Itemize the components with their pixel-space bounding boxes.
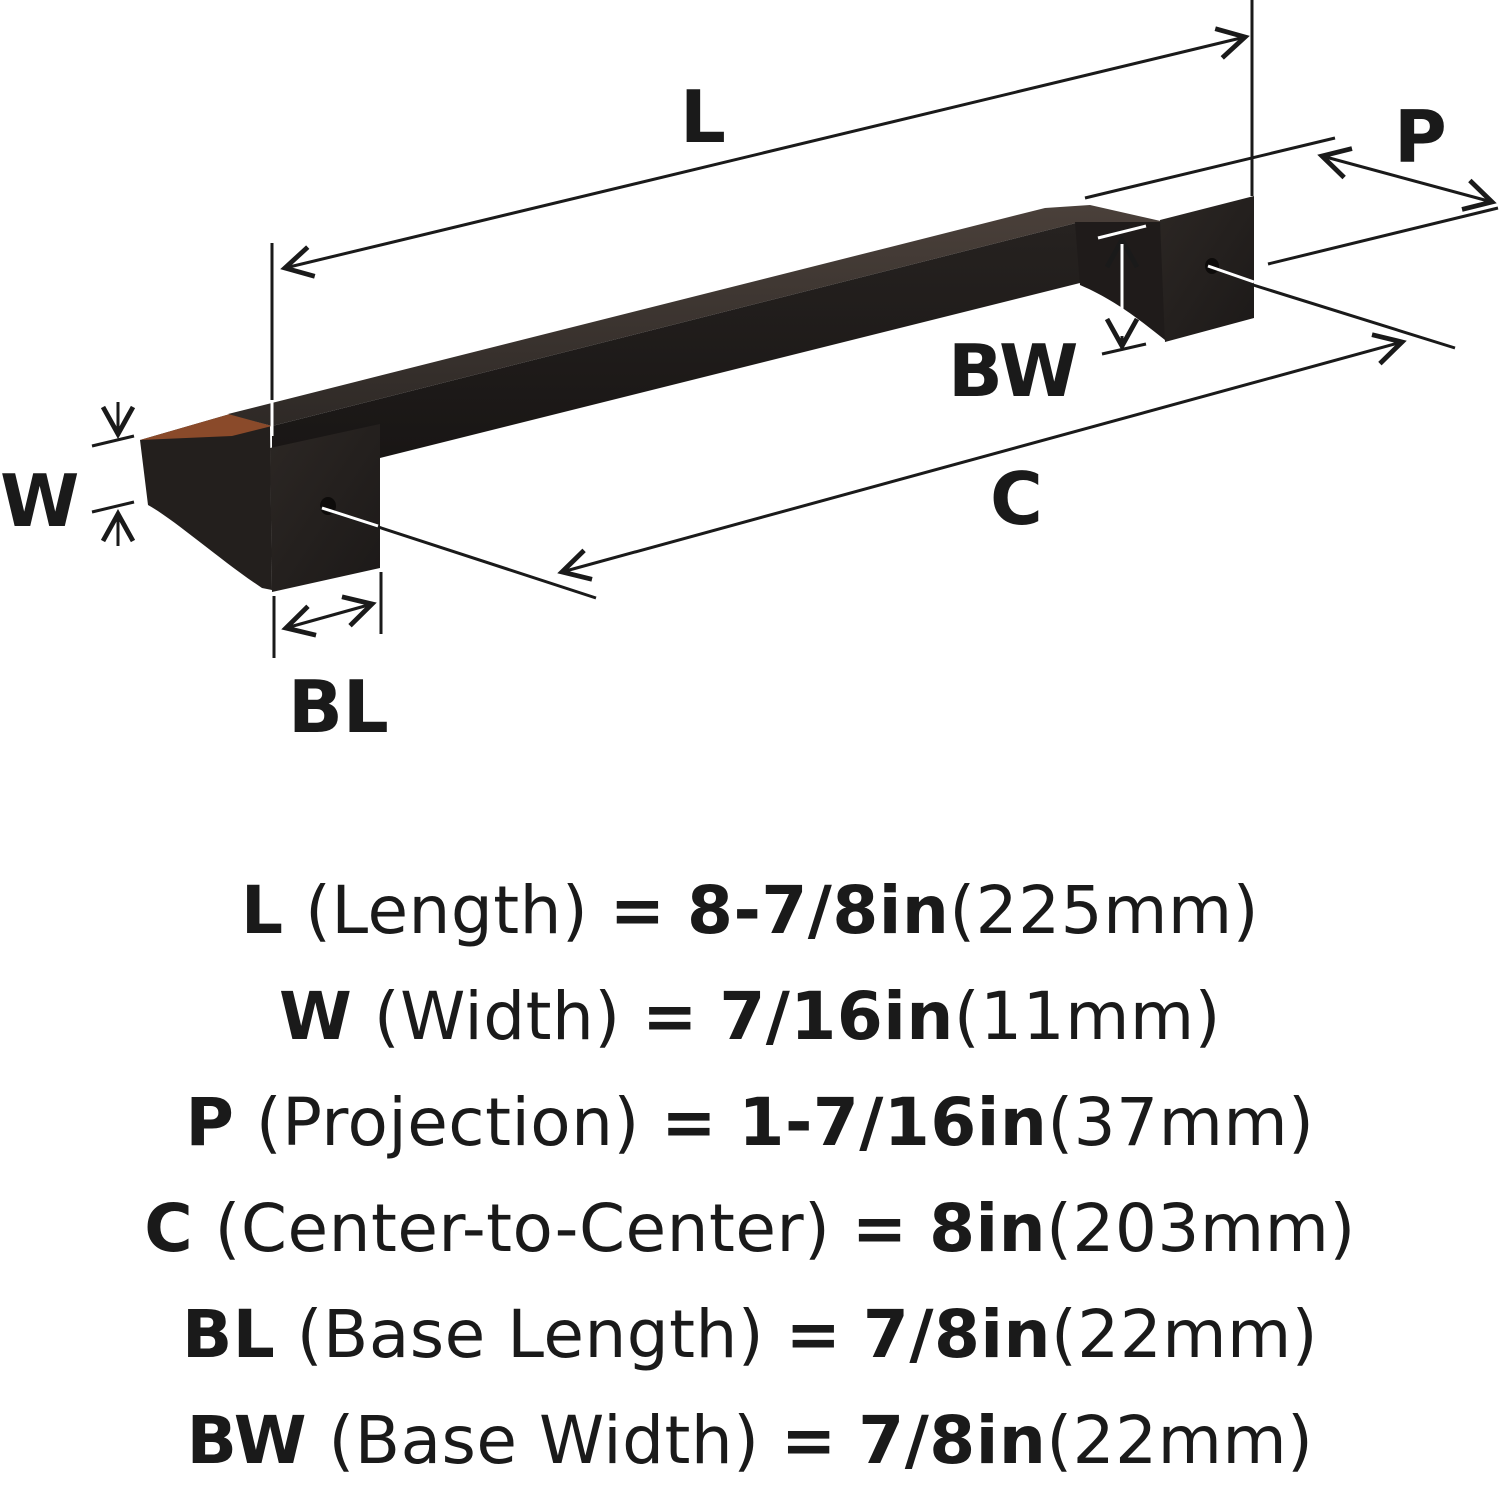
- bw-extension-bottom: [1101, 342, 1147, 356]
- dimension-lines: [91, 0, 1499, 658]
- c-leader-white-right: [1207, 264, 1255, 284]
- spec-key: BW: [186, 1402, 308, 1479]
- spec-key: P: [185, 1084, 235, 1161]
- left-end-highlight: [140, 414, 272, 440]
- spec-name: (Length): [305, 872, 589, 949]
- spec-imperial: 8-7/8in: [687, 872, 950, 949]
- pull-handle: [140, 196, 1254, 592]
- spec-row-projection: P (Projection) = 1-7/16in(37mm): [0, 1070, 1500, 1176]
- label-bw: BW: [948, 329, 1078, 413]
- spec-key: C: [144, 1190, 194, 1267]
- spec-imperial: 7/16in: [719, 978, 954, 1055]
- spec-imperial: 7/8in: [862, 1296, 1051, 1373]
- spec-equals: =: [851, 1190, 908, 1267]
- l-dimension-line: [280, 26, 1250, 279]
- p-extension-bottom: [1267, 206, 1499, 266]
- bw-leader-white-top: [1097, 224, 1147, 240]
- spec-row-base-width: BW (Base Width) = 7/8in(22mm): [0, 1388, 1500, 1494]
- spec-name: (Projection): [255, 1084, 640, 1161]
- spec-equals: =: [785, 1296, 842, 1373]
- spec-row-base-length: BL (Base Length) = 7/8in(22mm): [0, 1282, 1500, 1388]
- spec-equals: =: [780, 1402, 837, 1479]
- c-centerline-right: [1249, 282, 1456, 350]
- spec-equals: =: [661, 1084, 718, 1161]
- spec-key: BL: [181, 1296, 276, 1373]
- left-end-cap: [140, 414, 272, 590]
- pull-handle-diagram: L P BW W C BL: [0, 0, 1499, 749]
- spec-metric: (225mm): [949, 872, 1259, 949]
- spec-row-center-to-center: C (Center-to-Center) = 8in(203mm): [0, 1176, 1500, 1282]
- right-leg: [1075, 222, 1165, 340]
- spec-equals: =: [642, 978, 698, 1055]
- label-w: W: [0, 459, 79, 543]
- label-c: C: [990, 457, 1043, 541]
- bar-top-surface: [228, 205, 1170, 426]
- spec-name: (Base Width): [328, 1402, 760, 1479]
- label-l: L: [680, 75, 726, 159]
- spec-equals: =: [609, 872, 666, 949]
- spec-metric: (22mm): [1050, 1296, 1319, 1373]
- label-bl: BL: [288, 665, 389, 749]
- spec-list: L (Length) = 8-7/8in(225mm) W (Width) = …: [0, 858, 1500, 1494]
- w-extension-bottom: [91, 500, 135, 514]
- spec-metric: (22mm): [1046, 1402, 1314, 1479]
- label-p: P: [1394, 95, 1447, 179]
- spec-imperial: 8in: [929, 1190, 1047, 1267]
- spec-key: W: [279, 978, 353, 1055]
- w-extension-top: [91, 434, 135, 448]
- spec-name: (Width): [373, 978, 621, 1055]
- spec-name: (Center-to-Center): [214, 1190, 831, 1267]
- spec-metric: (11mm): [953, 978, 1221, 1055]
- white-leader-lines: [270, 224, 1255, 528]
- spec-metric: (203mm): [1046, 1190, 1356, 1267]
- p-extension-top: [1084, 136, 1336, 200]
- spec-imperial: 7/8in: [858, 1402, 1047, 1479]
- spec-row-width: W (Width) = 7/16in(11mm): [0, 964, 1500, 1070]
- spec-imperial: 1-7/16in: [738, 1084, 1048, 1161]
- p-dimension-line: [1317, 146, 1497, 212]
- c-leader-white-left: [321, 506, 379, 528]
- bl-dimension-line: [281, 594, 377, 638]
- spec-metric: (37mm): [1047, 1084, 1315, 1161]
- spec-row-length: L (Length) = 8-7/8in(225mm): [0, 858, 1500, 964]
- spec-name: (Base Length): [296, 1296, 765, 1373]
- c-dimension-line: [557, 332, 1407, 582]
- spec-key: L: [241, 872, 284, 949]
